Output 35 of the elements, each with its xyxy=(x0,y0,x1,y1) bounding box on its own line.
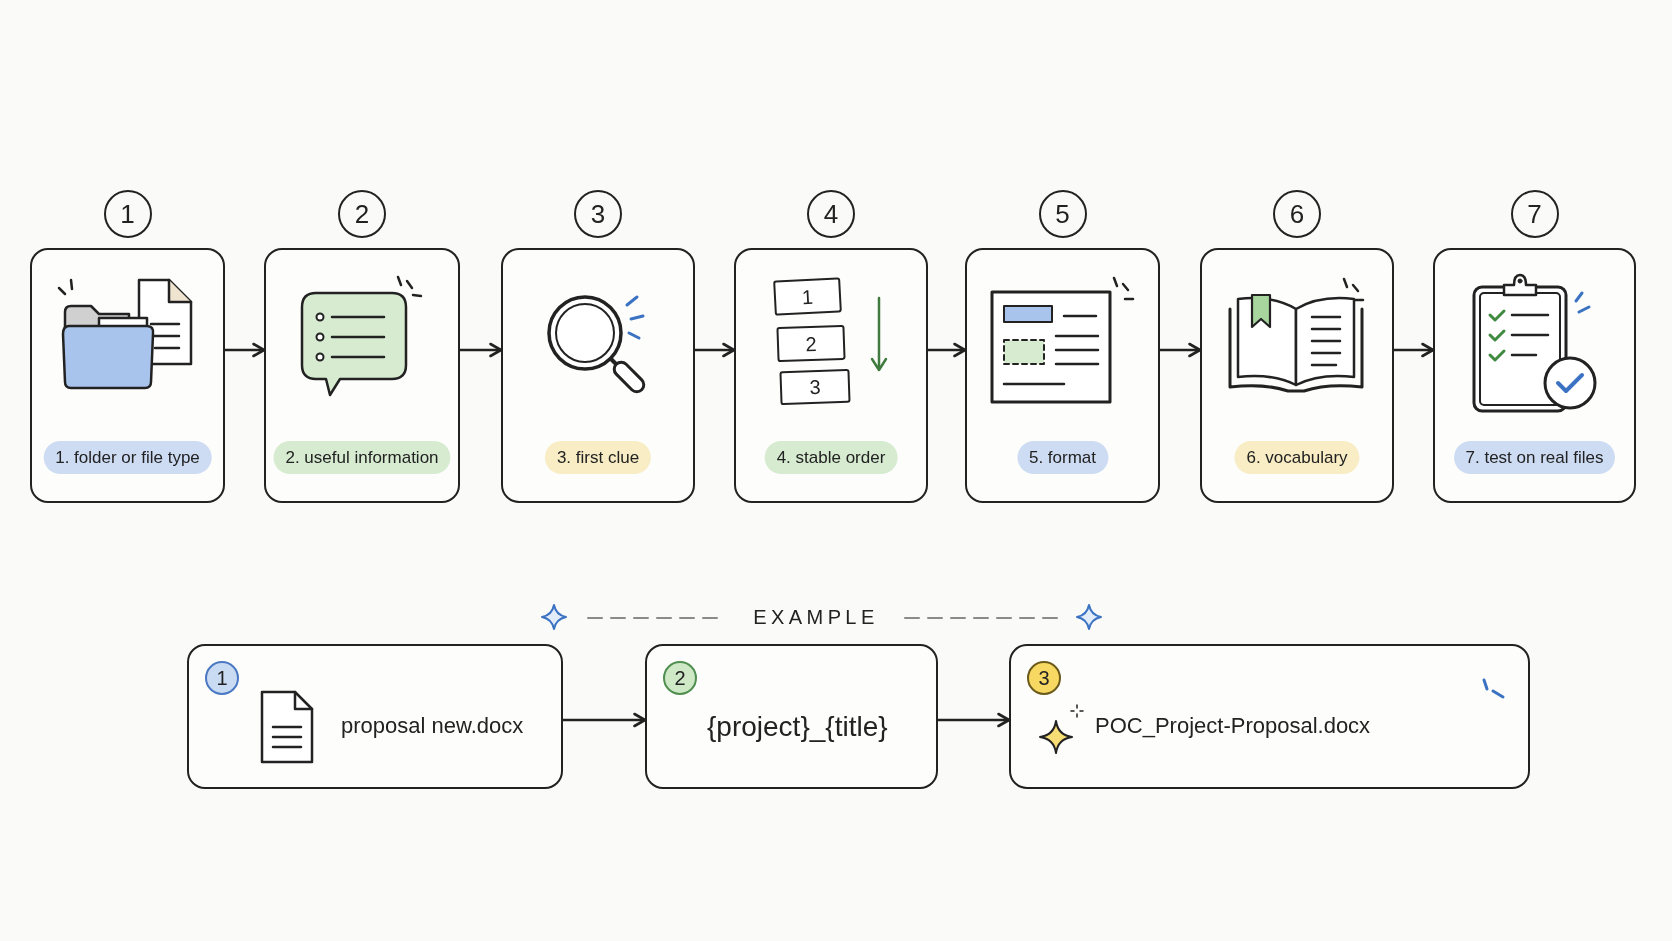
arrow xyxy=(926,342,967,358)
example-number: 2 xyxy=(663,661,697,695)
step-label: 2. useful information xyxy=(273,441,451,475)
example-box xyxy=(187,644,563,789)
arrow xyxy=(1158,342,1202,358)
step-number: 1 xyxy=(103,190,152,238)
step-number: 7 xyxy=(1510,190,1559,238)
step-number: 2 xyxy=(338,190,386,238)
step-number: 5 xyxy=(1038,190,1087,238)
example-number: 3 xyxy=(1027,661,1061,695)
arrow xyxy=(693,342,736,358)
name-template: {project}_{title} xyxy=(707,709,888,744)
step-label: 6. vocabulary xyxy=(1234,441,1360,475)
order-tile: 2 xyxy=(776,324,846,363)
arrow xyxy=(936,712,1011,728)
step-label: 4. stable order xyxy=(764,441,898,475)
arrow xyxy=(561,712,647,728)
step-label: 3. first clue xyxy=(544,441,652,475)
arrow xyxy=(223,342,266,358)
order-tile: 1 xyxy=(773,277,842,316)
example-box xyxy=(645,644,938,789)
example-number: 1 xyxy=(205,661,239,695)
example-box xyxy=(1009,644,1530,789)
step-label: 7. test on real files xyxy=(1453,441,1616,475)
section-label: EXAMPLE xyxy=(753,607,879,627)
step-number: 4 xyxy=(807,190,855,238)
step-label: 5. format xyxy=(1016,441,1109,475)
order-tile: 3 xyxy=(779,368,851,406)
file-name: POC_Project-Proposal.docx xyxy=(1095,712,1371,740)
step-label: 1. folder or file type xyxy=(43,441,212,475)
arrow xyxy=(458,342,503,358)
arrow xyxy=(1392,342,1435,358)
step-number: 6 xyxy=(1273,190,1321,238)
step-number: 3 xyxy=(574,190,622,238)
file-name: proposal new.docx xyxy=(341,712,524,740)
